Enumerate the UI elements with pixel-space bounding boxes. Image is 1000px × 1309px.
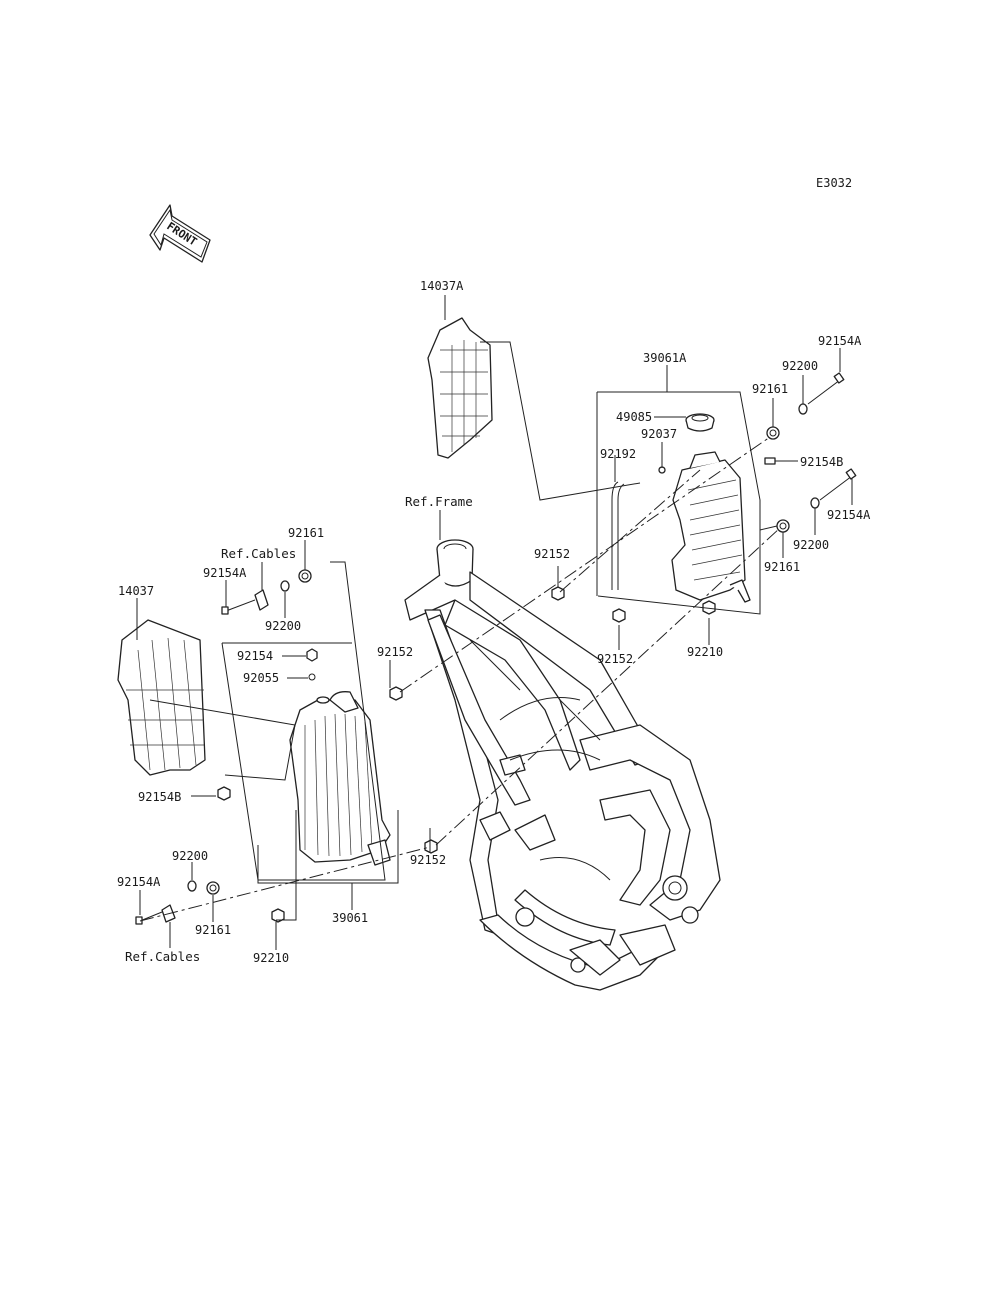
label-92210-l: 92210 bbox=[253, 951, 289, 965]
label-92154A-l2: 92154A bbox=[117, 875, 161, 889]
part-labels: 14037A 39061A 92154A 92200 92161 49085 9… bbox=[117, 279, 871, 965]
label-92154A-l1: 92154A bbox=[203, 566, 247, 580]
label-49085: 49085 bbox=[616, 410, 652, 424]
label-39061: 39061 bbox=[332, 911, 368, 925]
diagram-code: E3032 bbox=[816, 176, 852, 190]
label-92152-a: 92152 bbox=[534, 547, 570, 561]
label-92154A-r1: 92154A bbox=[818, 334, 862, 348]
label-92200-r2: 92200 bbox=[793, 538, 829, 552]
label-92152-c: 92152 bbox=[377, 645, 413, 659]
fastener-icon bbox=[551, 372, 857, 623]
label-92154A-r2: 92154A bbox=[827, 508, 871, 522]
label-92037: 92037 bbox=[641, 427, 677, 441]
fastener-icon bbox=[135, 569, 438, 925]
label-92152-d: 92152 bbox=[410, 853, 446, 867]
label-92161-r1: 92161 bbox=[752, 382, 788, 396]
label-92152-b: 92152 bbox=[597, 652, 633, 666]
radiator-icon bbox=[671, 451, 751, 603]
label-ref-frame: Ref.Frame bbox=[405, 494, 473, 509]
label-92055: 92055 bbox=[243, 671, 279, 685]
motorcycle-frame-icon bbox=[404, 539, 721, 991]
label-92161-r2: 92161 bbox=[764, 560, 800, 574]
label-92200-r1: 92200 bbox=[782, 359, 818, 373]
label-92161-l2: 92161 bbox=[195, 923, 231, 937]
label-14037: 14037 bbox=[118, 584, 154, 598]
leader-lines bbox=[136, 295, 853, 950]
label-39061A: 39061A bbox=[643, 351, 687, 365]
label-92154B-r: 92154B bbox=[800, 455, 843, 469]
label-92154: 92154 bbox=[237, 649, 273, 663]
label-14037A: 14037A bbox=[420, 279, 464, 293]
radiator-shroud-icon bbox=[117, 619, 206, 776]
label-92192: 92192 bbox=[600, 447, 636, 461]
radiator-cap-icon bbox=[685, 413, 715, 432]
label-92154B-l: 92154B bbox=[138, 790, 181, 804]
label-92210-r: 92210 bbox=[687, 645, 723, 659]
label-92200-l2: 92200 bbox=[172, 849, 208, 863]
label-ref-cables-bottom: Ref.Cables bbox=[125, 949, 200, 964]
label-92200-l1: 92200 bbox=[265, 619, 301, 633]
label-92161-l1: 92161 bbox=[288, 526, 324, 540]
front-arrow-icon: FRONT bbox=[149, 204, 211, 263]
radiator-icon bbox=[289, 691, 391, 866]
hose-icon bbox=[611, 481, 625, 590]
radiator-shroud-icon bbox=[427, 317, 493, 459]
label-ref-cables-top: Ref.Cables bbox=[221, 546, 296, 561]
